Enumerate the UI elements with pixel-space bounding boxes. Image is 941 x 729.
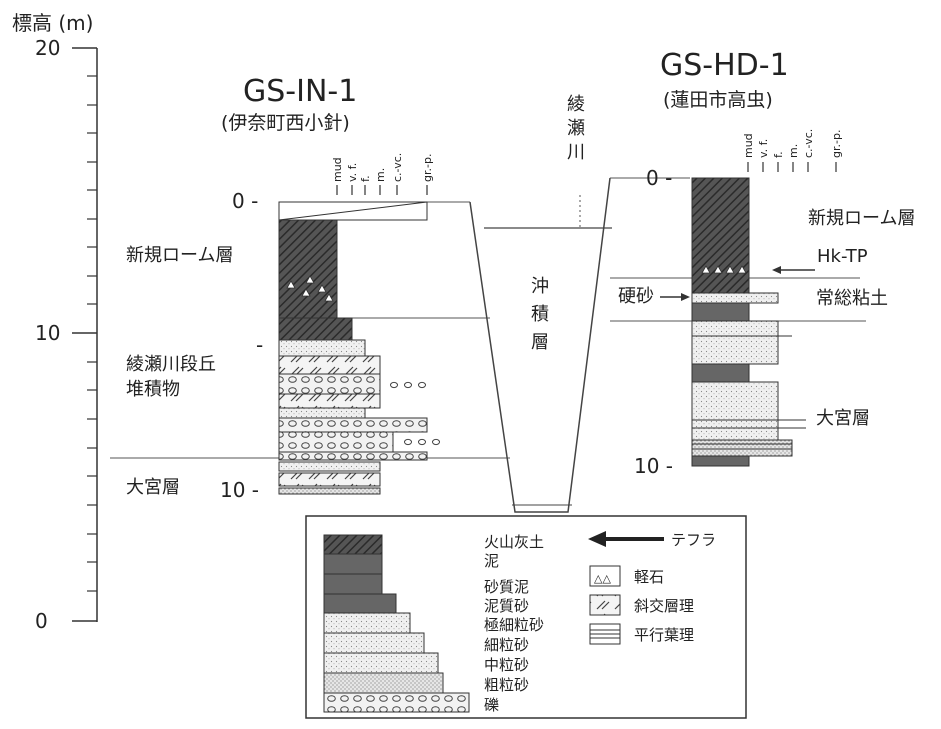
river-char-3: 川: [567, 142, 585, 163]
alluvium-char-1: 沖: [531, 276, 549, 297]
legend-sandy-mud: 砂質泥: [484, 578, 529, 596]
legend-tephra-label: テフラ: [671, 531, 716, 549]
right-unit-omiya: 大宮層: [816, 408, 870, 429]
river-char-2: 瀬: [567, 118, 585, 139]
legend-tephra: テフラ: [588, 531, 716, 549]
right-column-title: GS-HD-1: [660, 48, 789, 83]
minor-ticks: [87, 75, 97, 592]
right-unit-joso-clay: 常総粘土: [816, 288, 888, 309]
legend-pumice-label: 軽石: [634, 568, 664, 586]
legend-fine-sand: 細粒砂: [484, 636, 529, 654]
right-grain-scale: mud v. f. f. m. c.-vc. gr.-p.: [742, 129, 843, 172]
legend-pumice: △△ 軽石: [589, 565, 664, 587]
right-unit-new-loam: 新規ローム層: [808, 208, 915, 229]
pumice-symbol-icon: [589, 565, 621, 587]
left-depth-0: 0 -: [232, 189, 258, 213]
left-grain-grp: gr.-p.: [421, 154, 434, 182]
left-unit-terrace-1: 綾瀬川段丘: [126, 354, 216, 375]
legend-volcanic-ash-soil: 火山灰土: [484, 533, 544, 551]
alluvium-char-2: 積: [531, 304, 549, 325]
cross-bedding-icon: [589, 594, 621, 616]
scale-label: 標高 (m): [12, 11, 93, 35]
right-grain-m: m.: [787, 144, 800, 158]
elevation-scale: 標高 (m) 20 10 0: [12, 11, 98, 633]
tick-10: 10: [35, 321, 60, 345]
right-column-place: (蓮田市高虫): [663, 89, 773, 111]
legend-mud: 泥: [484, 552, 499, 570]
right-grain-f: f.: [772, 151, 785, 158]
alluvial-valley: [469, 177, 612, 513]
hk-tp-marker: Hk-TP: [772, 246, 868, 274]
right-grain-mud: mud: [742, 133, 755, 158]
column-gs-hd-1: GS-HD-1 (蓮田市高虫) mud v. f. f. m. c.-vc. g…: [618, 48, 915, 478]
left-outside-pebbles: [390, 381, 440, 446]
right-grain-grp: gr.-p.: [830, 130, 843, 158]
column-gs-in-1: GS-IN-1 (伊奈町西小針) mud v. f. f. m. c.-vc. …: [126, 74, 440, 502]
legend-cross-bedding-label: 斜交層理: [634, 597, 694, 615]
left-unit-omiya: 大宮層: [126, 477, 180, 498]
hard-sand-label: 硬砂: [618, 286, 654, 307]
legend-parallel-lamination-label: 平行葉理: [634, 626, 694, 644]
left-grain-scale: mud v. f. f. m. c.-vc. gr.-p.: [331, 153, 434, 195]
alluvium-char-3: 層: [531, 332, 549, 353]
legend-cross-bedding: 斜交層理: [589, 594, 694, 616]
tick-0: 0: [35, 609, 48, 633]
right-depth-0: 0 -: [646, 166, 672, 190]
legend-grain-ladder: [323, 534, 470, 713]
tick-20: 20: [35, 36, 60, 60]
right-pumice-marks: [701, 265, 747, 274]
left-grain-m: m.: [374, 168, 387, 182]
left-grain-vf: v. f.: [346, 163, 359, 182]
legend-medium-sand: 中粒砂: [484, 656, 529, 674]
left-depth-10: 10 -: [220, 478, 259, 502]
legend: 火山灰土 泥 砂質泥 泥質砂 極細粒砂 細粒砂 中粒砂 粗粒砂 礫 テフラ △△…: [305, 515, 747, 719]
left-lithology: [278, 201, 428, 495]
legend-gravel: 礫: [484, 696, 499, 714]
left-unit-terrace-2: 堆積物: [126, 379, 180, 400]
left-grain-mud: mud: [331, 157, 344, 182]
legend-coarse-sand: 粗粒砂: [484, 676, 529, 694]
left-column-title: GS-IN-1: [243, 74, 357, 109]
left-grain-cvc: c.-vc.: [391, 153, 404, 182]
right-lithology: [691, 177, 806, 467]
alluvium-label: 沖 積 層: [531, 276, 549, 353]
right-depth-10: 10 -: [634, 454, 673, 478]
left-depth-5: -: [256, 333, 263, 357]
right-grain-cvc: c.-vc.: [802, 129, 815, 158]
hard-sand-marker: 硬砂: [618, 286, 690, 307]
pumice-glyph: △△: [594, 572, 611, 585]
river-label: 綾 瀬 川: [567, 94, 585, 163]
legend-muddy-sand: 泥質砂: [484, 597, 529, 615]
river-char-1: 綾: [567, 94, 585, 115]
right-grain-vf: v. f.: [757, 139, 770, 158]
left-column-place: (伊奈町西小針): [221, 112, 350, 134]
legend-parallel-lamination: 平行葉理: [589, 623, 694, 645]
legend-very-fine-sand: 極細粒砂: [484, 616, 544, 634]
left-unit-new-loam: 新規ローム層: [126, 245, 233, 266]
left-pumice-marks: [286, 275, 334, 302]
left-grain-f: f.: [359, 175, 372, 182]
hk-tp-label: Hk-TP: [817, 246, 868, 267]
